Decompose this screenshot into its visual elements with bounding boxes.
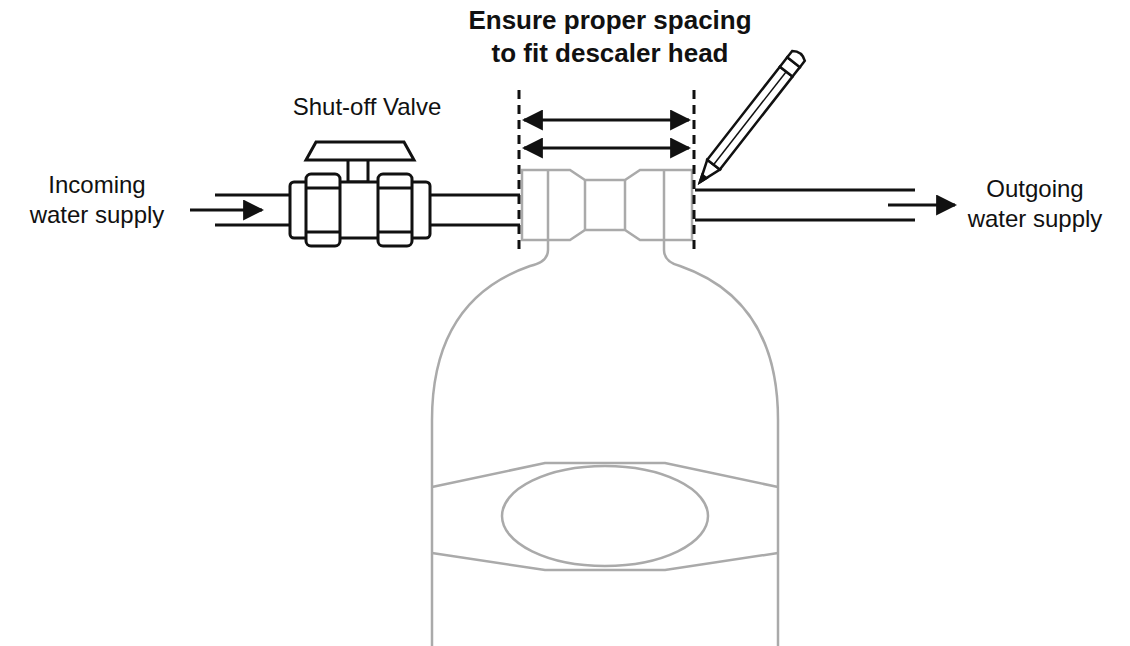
head-groove (663, 170, 666, 240)
pipe-wall (428, 224, 520, 227)
union-nut (378, 174, 412, 246)
pipe-wall (215, 224, 292, 227)
head-groove (624, 180, 627, 230)
dimension-arrow (524, 119, 689, 122)
nut-ridge (306, 187, 340, 190)
pencil-facet (714, 72, 787, 165)
outgoing-pipe (695, 190, 955, 220)
dashed-guide (693, 90, 696, 255)
pencil-body (707, 67, 792, 170)
pipe-wall (215, 194, 292, 197)
flow-label: Incoming water supply (2, 170, 192, 230)
union-nut (306, 174, 340, 246)
pencil-eraser (787, 49, 806, 68)
nut-ridge (378, 187, 412, 190)
flow-arrow (190, 209, 262, 212)
flow-label: Outgoing water supply (944, 174, 1126, 234)
descaler-head (522, 170, 692, 240)
spacing-guides (519, 90, 694, 255)
nut-ridge (378, 231, 412, 234)
descaler-tank (432, 240, 778, 646)
flow-arrow (888, 204, 955, 207)
dimension-arrow (524, 147, 689, 150)
pipe-wall (428, 194, 520, 197)
pencil-lead (698, 175, 706, 184)
tank-body (432, 240, 778, 646)
head-groove (584, 180, 587, 230)
dashed-guide (518, 90, 521, 255)
valve-label: Shut-off Valve (262, 92, 472, 122)
nut-ridge (306, 231, 340, 234)
head-body (522, 170, 692, 240)
tank-label-plate (502, 466, 708, 566)
pipe-wall (695, 189, 915, 192)
head-groove (547, 170, 550, 240)
valve-handle (306, 142, 414, 160)
pencil (694, 49, 807, 187)
shut-off-valve (290, 142, 430, 246)
pipe-wall (695, 219, 915, 222)
note-heading: Ensure proper spacing to fit descaler he… (410, 4, 810, 69)
